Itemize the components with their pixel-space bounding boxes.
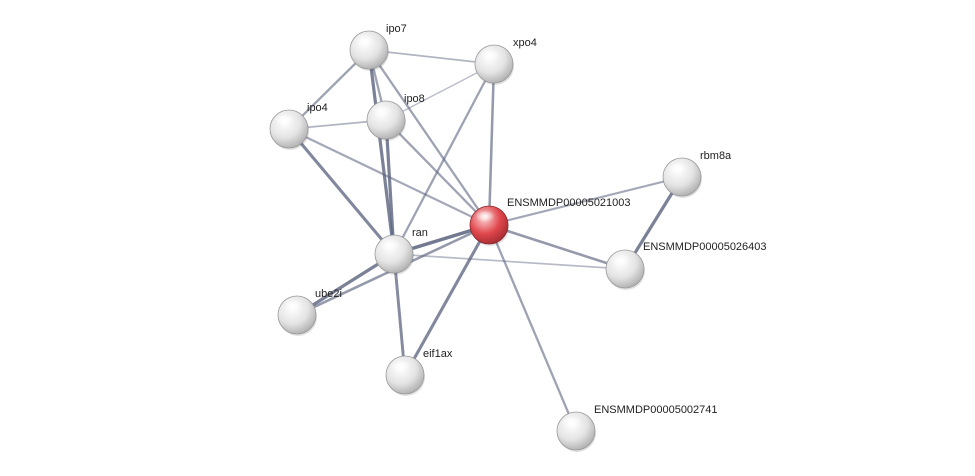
node-label-ipo7: ipo7 — [386, 23, 407, 35]
edge-ran-eif1ax — [392, 252, 407, 377]
node-query[interactable]: ENSMMDP00005021003 — [469, 197, 631, 246]
node-highlight — [611, 254, 631, 266]
node-n02741[interactable]: ENSMMDP00005002741 — [556, 404, 718, 452]
node-highlight — [391, 360, 411, 372]
edge-rbm8a-query — [487, 175, 684, 227]
node-label-query: ENSMMDP00005021003 — [507, 197, 631, 209]
node-ube2i[interactable]: ube2i — [277, 288, 342, 336]
edge-xpo4-ran — [392, 62, 496, 256]
edge-ran-n26403 — [393, 253, 626, 270]
node-label-n26403: ENSMMDP00005026403 — [643, 241, 767, 253]
node-label-ipo4: ipo4 — [307, 102, 328, 114]
node-highlight — [475, 210, 495, 222]
node-ipo8[interactable]: ipo8 — [366, 93, 425, 141]
node-eif1ax[interactable]: eif1ax — [385, 348, 453, 396]
node-highlight — [668, 162, 688, 174]
edge-ipo4-ran — [287, 127, 396, 256]
node-label-ipo8: ipo8 — [404, 93, 425, 105]
edge-query-eif1ax — [403, 223, 491, 377]
edge-ipo8-ran — [384, 118, 396, 256]
node-highlight — [355, 35, 375, 47]
node-highlight — [283, 300, 303, 312]
node-label-ube2i: ube2i — [315, 288, 342, 300]
node-label-xpo4: xpo4 — [513, 37, 537, 49]
node-highlight — [372, 105, 392, 117]
edge-xpo4-query — [487, 62, 496, 227]
edge-ipo7-xpo4 — [368, 49, 495, 65]
node-label-eif1ax: eif1ax — [423, 348, 453, 360]
edge-query-n26403 — [487, 223, 627, 271]
node-highlight — [562, 416, 582, 428]
node-ipo4[interactable]: ipo4 — [269, 102, 328, 150]
node-rbm8a[interactable]: rbm8a — [662, 150, 732, 198]
node-highlight — [275, 114, 295, 126]
node-xpo4[interactable]: xpo4 — [474, 37, 537, 85]
node-label-rbm8a: rbm8a — [700, 150, 732, 162]
node-ipo7[interactable]: ipo7 — [349, 23, 407, 71]
node-n26403[interactable]: ENSMMDP00005026403 — [605, 241, 767, 290]
edge-ipo8-xpo4 — [385, 63, 495, 121]
node-ran[interactable]: ran — [374, 227, 428, 275]
edge-ipo7-query — [367, 48, 491, 227]
node-highlight — [480, 49, 500, 61]
node-highlight — [380, 239, 400, 251]
edge-ipo7-ran — [367, 48, 396, 256]
edge-query-n02741 — [487, 223, 578, 433]
nodes-layer: ENSMMDP00005021003 ipo7 xpo4 ipo4 ipo8 rbm8a r… — [269, 23, 767, 452]
node-label-n02741: ENSMMDP00005002741 — [594, 404, 718, 416]
node-label-ran: ran — [412, 227, 428, 239]
